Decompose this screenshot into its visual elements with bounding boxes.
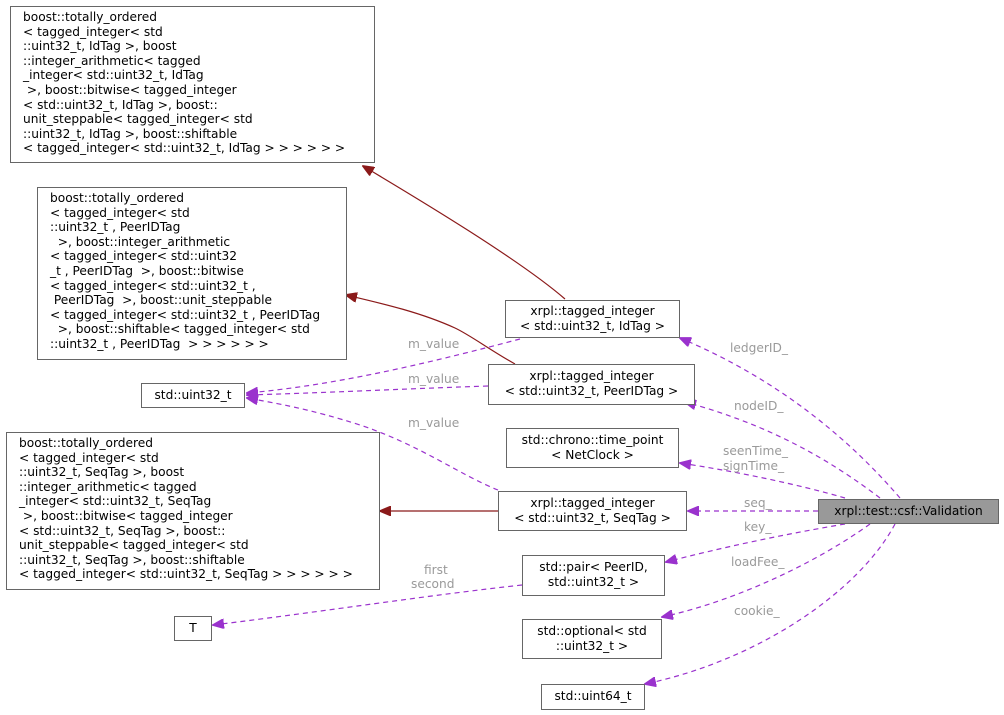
edge-label-loadFee: loadFee_ xyxy=(731,555,785,569)
node-label-line: xrpl::tagged_integer xyxy=(530,304,655,318)
node-time-point[interactable]: std::chrono::time_point< NetClock > xyxy=(506,428,679,468)
node-label-line: unit_steppable< tagged_integer< std xyxy=(19,538,249,553)
edge-label-m-value-3: m_value xyxy=(408,416,459,430)
node-label-line: < tagged_integer< std xyxy=(50,205,190,220)
node-T[interactable]: T xyxy=(174,616,212,641)
node-label-line: < tagged_integer< std::uint32_t, SeqTag … xyxy=(19,567,353,582)
node-label-line: ::uint32_t, SeqTag >, boost xyxy=(19,465,185,480)
node-label-line: >, boost::shiftable< tagged_integer< std xyxy=(50,322,310,337)
edge-label-cookie: cookie_ xyxy=(734,604,781,618)
node-label-line: PeerIDTag >, boost::unit_steppable xyxy=(50,293,272,308)
use-edge-first-second xyxy=(213,584,523,625)
use-edge-seenTime xyxy=(680,463,846,499)
node-label-line: ::uint32_t > xyxy=(555,638,629,653)
node-label-line: ::uint32_t , PeerIDTag xyxy=(50,220,181,235)
node-label-line: < tagged_integer< std xyxy=(19,450,159,465)
edge-label-key: key_ xyxy=(744,520,772,534)
node-label-line: < NetClock > xyxy=(551,447,634,462)
node-label-line: ::uint32_t, IdTag >, boost xyxy=(23,39,177,54)
node-label-line: std::uint32_t > xyxy=(547,574,640,589)
edge-label-ledgerID: ledgerID_ xyxy=(730,341,789,355)
use-edge-nodeID xyxy=(685,402,881,499)
node-label-line: ::uint32_t, SeqTag >, boost::shiftable xyxy=(19,552,245,567)
node-pair[interactable]: std::pair< PeerID,std::uint32_t > xyxy=(522,555,665,596)
node-label-line: < std::uint32_t, IdTag >, boost:: xyxy=(23,97,218,112)
edge-label-m-value-2: m_value xyxy=(408,372,459,386)
node-base-seqtag[interactable]: boost::totally_ordered< tagged_integer< … xyxy=(6,432,380,590)
node-label-line: < tagged_integer< std::uint32 xyxy=(50,249,238,264)
node-label-line: std::uint64_t xyxy=(554,689,632,703)
node-label-line: < std::uint32_t, PeerIDTag > xyxy=(504,383,679,398)
node-label-line: < tagged_integer< std::uint32_t , PeerID… xyxy=(50,307,321,322)
inherit-edge-idtag xyxy=(363,166,566,300)
node-label-line: _t , PeerIDTag >, boost::bitwise xyxy=(50,263,244,278)
node-label-line: T xyxy=(189,621,197,635)
node-label-line: >, boost::bitwise< tagged_integer xyxy=(19,508,233,523)
edge-label-signTime: signTime_ xyxy=(723,459,785,473)
node-label-line: ::uint32_t, IdTag >, boost::shiftable xyxy=(23,126,238,141)
node-validation[interactable]: xrpl::test::csf::Validation xyxy=(818,499,999,524)
edge-label-first: first xyxy=(424,563,448,577)
use-edge-m-value-idtag xyxy=(247,338,521,393)
node-tagged-peeridtag[interactable]: xrpl::tagged_integer< std::uint32_t, Pee… xyxy=(488,364,695,405)
node-label-line: std::pair< PeerID, xyxy=(539,560,648,574)
edge-label-nodeID: nodeID_ xyxy=(734,399,784,413)
node-label-line: < std::uint32_t, IdTag > xyxy=(520,318,665,333)
node-label-line: _integer< std::uint32_t, SeqTag xyxy=(19,494,212,509)
use-edge-key xyxy=(666,523,846,562)
node-base-idtag[interactable]: boost::totally_ordered< tagged_integer< … xyxy=(10,6,375,163)
node-label-line: boost::totally_ordered xyxy=(50,191,185,205)
node-label-line: xrpl::tagged_integer xyxy=(529,369,654,383)
node-label-line: < tagged_integer< std::uint32_t, IdTag >… xyxy=(23,141,346,156)
node-label-line: < std::uint32_t, SeqTag > xyxy=(514,510,671,525)
node-label-line: _integer< std::uint32_t, IdTag xyxy=(23,68,204,83)
node-label-line: unit_steppable< tagged_integer< std xyxy=(23,112,253,127)
node-label-line: xrpl::tagged_integer xyxy=(530,496,655,510)
node-tagged-idtag[interactable]: xrpl::tagged_integer< std::uint32_t, IdT… xyxy=(505,300,680,338)
node-uint32[interactable]: std::uint32_t xyxy=(141,383,245,408)
node-base-peeridtag[interactable]: boost::totally_ordered< tagged_integer< … xyxy=(37,187,347,360)
use-edge-cookie xyxy=(645,523,896,684)
use-edge-loadFee xyxy=(662,523,871,617)
node-uint64[interactable]: std::uint64_t xyxy=(541,684,645,710)
node-label-line: < tagged_integer< std::uint32_t , xyxy=(50,278,256,293)
use-edge-m-value-seqtag xyxy=(247,398,499,491)
node-label-line: ::uint32_t , PeerIDTag > > > > > > xyxy=(50,336,269,351)
node-label-line: >, boost::integer_arithmetic xyxy=(50,234,231,249)
node-label-line: std::uint32_t xyxy=(154,388,232,402)
node-label-line: ::integer_arithmetic< tagged xyxy=(23,53,201,68)
use-edge-m-value-peeridtag xyxy=(247,385,489,395)
node-label-line: std::chrono::time_point xyxy=(521,433,664,447)
node-label-line: std::optional< std xyxy=(537,624,647,638)
inherit-edge-peeridtag xyxy=(346,295,516,365)
node-label-line: ::integer_arithmetic< tagged xyxy=(19,479,197,494)
edge-label-seenTime: seenTime_ xyxy=(723,444,789,458)
edge-label-m-value-1: m_value xyxy=(408,337,459,351)
edge-label-second: second xyxy=(411,577,454,591)
node-label-line: xrpl::test::csf::Validation xyxy=(834,504,983,518)
node-label-line: >, boost::bitwise< tagged_integer xyxy=(23,82,237,97)
node-label-line: boost::totally_ordered xyxy=(19,436,154,450)
node-optional[interactable]: std::optional< std::uint32_t > xyxy=(522,619,662,659)
node-tagged-seqtag[interactable]: xrpl::tagged_integer< std::uint32_t, Seq… xyxy=(498,491,687,531)
node-label-line: < std::uint32_t, SeqTag >, boost:: xyxy=(19,523,226,538)
node-label-line: < tagged_integer< std xyxy=(23,24,163,39)
edge-label-seq: seq_ xyxy=(744,496,773,510)
node-label-line: boost::totally_ordered xyxy=(23,10,158,24)
use-edge-ledgerID xyxy=(680,338,901,499)
